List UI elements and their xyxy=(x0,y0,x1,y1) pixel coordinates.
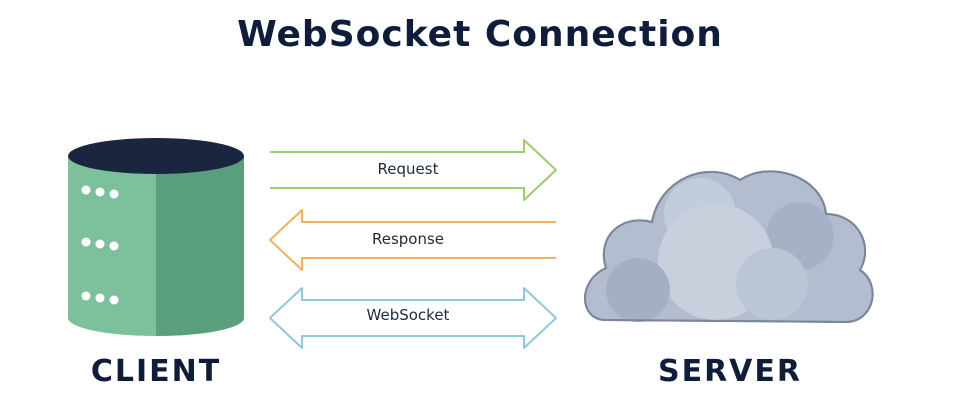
server-label: SERVER xyxy=(657,354,802,389)
websocket-label: WebSocket xyxy=(366,306,450,324)
cloud-icon xyxy=(584,170,874,324)
websocket-arrow xyxy=(269,287,557,349)
response-arrow xyxy=(269,209,556,271)
request-arrow xyxy=(270,139,557,201)
request-label: Request xyxy=(377,160,439,178)
diagram-title: WebSocket Connection xyxy=(237,14,723,55)
response-label: Response xyxy=(371,230,445,248)
client-label: CLIENT xyxy=(90,354,222,389)
database-icon xyxy=(68,138,244,336)
